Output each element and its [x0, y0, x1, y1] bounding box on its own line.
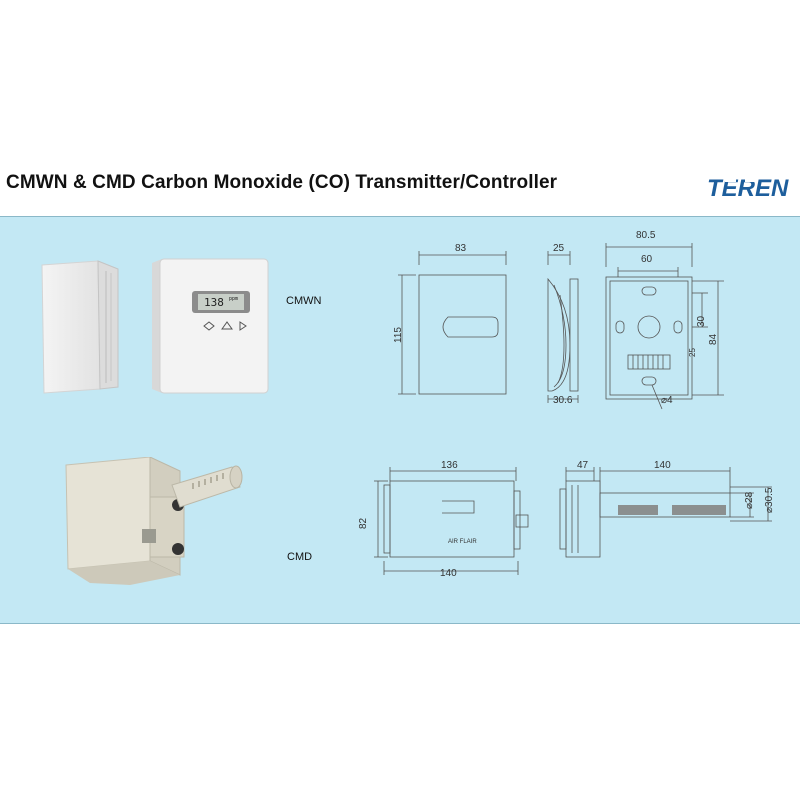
dim-bottom-width: 140 [440, 568, 457, 579]
dim-probe-offset: 47 [577, 460, 589, 471]
cmd-label: CMD [287, 551, 313, 563]
lcd-display-value: 138 [204, 296, 224, 309]
dim-terminal-tag: 25 [688, 348, 697, 357]
dim-front-width: 83 [455, 243, 467, 254]
dim-hole-offset: 30 [696, 315, 707, 327]
cmwn-side-photo [41, 260, 119, 394]
cmd-logo-text: AIR FLAIR [448, 539, 477, 545]
dim-back-width: 80.5 [636, 230, 656, 241]
teren-logo: TEREN [705, 172, 793, 204]
cmwn-back-drawing [605, 243, 724, 410]
product-panel: 138 ppm CMWN 83 115 25 30.6 [0, 216, 800, 624]
dim-probe-diameter-2: ⌀30.5 [764, 487, 775, 513]
cmd-front-drawing [374, 467, 529, 575]
dim-back-height: 84 [708, 333, 719, 345]
dim-probe-diameter: ⌀28 [744, 491, 755, 509]
cmwn-front-drawing [398, 251, 507, 395]
cmd-photo [65, 457, 243, 585]
dim-depth: 30.6 [553, 395, 573, 406]
dim-probe-length: 140 [654, 460, 671, 471]
dim-side-depth: 25 [553, 243, 565, 254]
dim-mount-spacing: 60 [641, 254, 653, 265]
dim-height: 115 [393, 327, 404, 343]
cmwn-label: CMWN [286, 295, 322, 307]
page-title: CMWN & CMD Carbon Monoxide (CO) Transmit… [6, 172, 558, 193]
lcd-display-unit: ppm [229, 296, 239, 302]
dim-top-width: 136 [441, 460, 458, 471]
teren-logo-mark: TEREN [707, 175, 789, 202]
dim-hole-diameter: ⌀4 [661, 395, 673, 406]
dim-cmd-height: 82 [358, 517, 369, 529]
cmwn-front-photo [152, 258, 269, 394]
cmd-side-drawing [559, 467, 772, 558]
cmwn-side-drawing [547, 251, 579, 403]
